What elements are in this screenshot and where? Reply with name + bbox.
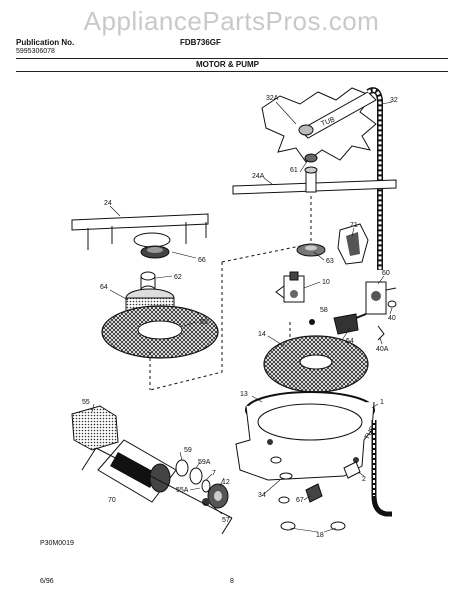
label-24A: 24A	[252, 173, 265, 180]
water-tube-32	[366, 87, 383, 270]
label-55: 55	[82, 399, 90, 406]
label-61: 61	[290, 167, 298, 174]
nut-61	[304, 153, 318, 163]
publication-label: Publication No.	[16, 38, 75, 47]
clip-40	[387, 300, 397, 308]
label-59: 59	[184, 447, 192, 454]
label-18: 18	[316, 532, 324, 539]
model-number: FDB736GF	[180, 38, 221, 47]
label-63: 63	[326, 258, 334, 265]
connector-54	[333, 313, 367, 335]
label-70: 70	[108, 497, 116, 504]
label-24: 24	[104, 200, 112, 207]
label-59A: 59A	[198, 459, 211, 466]
clamp-2	[343, 461, 361, 479]
label-7: 7	[212, 470, 216, 477]
header-rule-top	[16, 58, 448, 59]
motor-group-bracket	[81, 447, 233, 535]
motor-cover-55	[71, 405, 119, 451]
inlet-valve-60	[365, 281, 397, 315]
lower-spray-arm-24	[71, 213, 209, 250]
screw-34	[270, 456, 293, 480]
label-62: 62	[174, 274, 182, 281]
label-64: 64	[100, 284, 108, 291]
label-2: 2	[362, 476, 366, 483]
clamp-67	[278, 483, 323, 504]
label-66: 66	[198, 257, 206, 264]
dashed-leader-lines	[149, 196, 312, 391]
label-57: 57	[222, 517, 230, 524]
label-14: 14	[258, 331, 266, 338]
screw-58	[309, 319, 315, 325]
label-71: 71	[350, 222, 358, 229]
header-rule-bottom	[16, 71, 448, 72]
clip-40A	[377, 325, 385, 341]
figure-code: P30M0019	[40, 540, 74, 547]
label-32A: 32A	[266, 95, 279, 102]
label-34: 34	[258, 492, 266, 499]
label-40A: 40A	[376, 346, 389, 353]
filter-screen-65	[101, 305, 219, 359]
impeller-66	[140, 245, 170, 259]
label-leaders	[91, 101, 393, 533]
publication-number: 5995306078	[16, 48, 55, 55]
ring-59	[175, 459, 189, 477]
label-60: 60	[382, 270, 390, 277]
label-67: 67	[296, 497, 304, 504]
label-54: 54	[346, 338, 354, 345]
middle-spray-arm-24A	[232, 166, 397, 195]
label-65: 65	[200, 319, 208, 326]
gear-63	[296, 243, 326, 257]
impeller-12	[207, 483, 229, 509]
bracket-71	[337, 223, 369, 265]
label-32: 32	[390, 97, 398, 104]
section-title: MOTOR & PUMP	[196, 60, 259, 69]
valve-10	[275, 271, 305, 303]
label-12: 12	[222, 479, 230, 486]
label-1: 1	[380, 399, 384, 406]
ring-59A	[189, 467, 203, 485]
drain-tube	[371, 420, 392, 517]
label-55A: 55A	[176, 487, 189, 494]
upper-spray-arm-32A: TUB	[261, 87, 377, 163]
label-10: 10	[322, 279, 330, 286]
footer-date: 6/96	[40, 578, 54, 585]
washers-18	[280, 521, 346, 531]
part-labels: 32A 32 61 24A 24 71 66 63 62 64 10 60 58…	[82, 95, 398, 539]
svg-text:TUB: TUB	[320, 116, 336, 127]
label-13: 13	[240, 391, 248, 398]
label-40: 40	[388, 315, 396, 322]
motor-70	[97, 439, 177, 503]
watermark: AppliancePartsPros.com	[83, 6, 380, 36]
label-58: 58	[320, 307, 328, 314]
footer-page-number: 8	[230, 578, 234, 585]
